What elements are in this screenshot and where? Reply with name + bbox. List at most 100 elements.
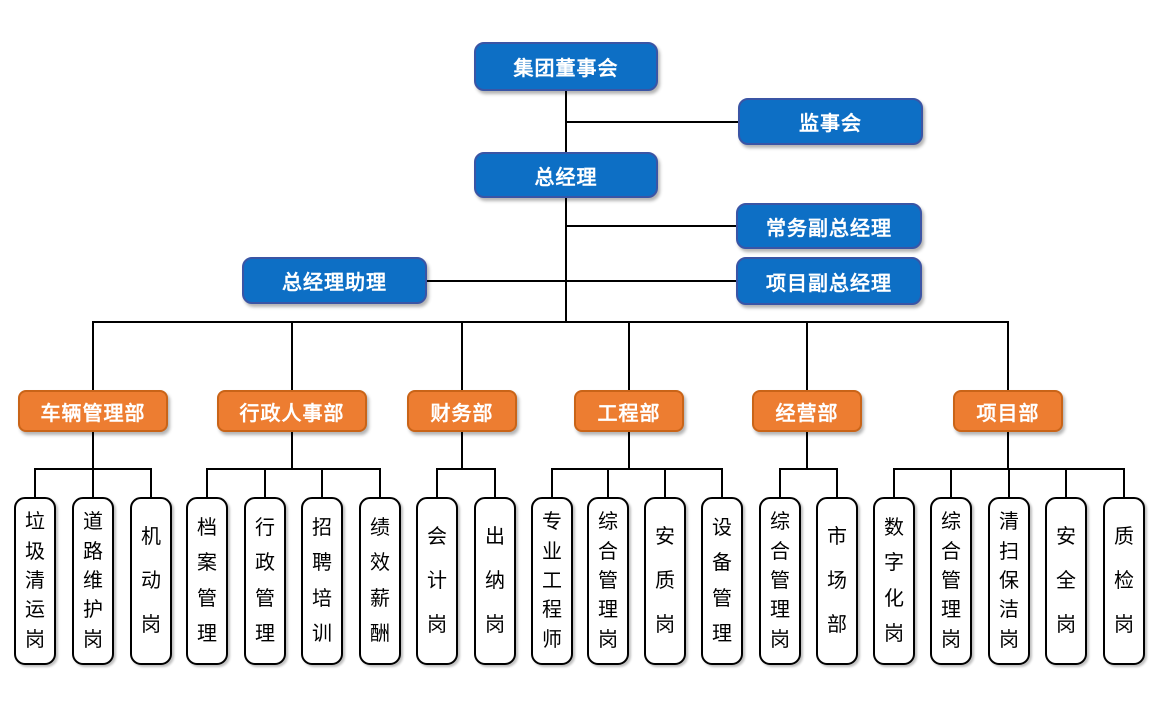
- connector-drop-post: [551, 469, 553, 497]
- connector-drop-post: [607, 469, 609, 497]
- node-supervisory-board-label: 监事会: [799, 113, 862, 135]
- post-label: 安全岗: [1056, 526, 1076, 636]
- node-post-safety[interactable]: 安全岗: [1045, 497, 1087, 665]
- dept-label: 财务部: [430, 402, 494, 425]
- connector-drop-post: [92, 469, 94, 497]
- dept-label: 项目部: [976, 402, 1040, 425]
- connector-drop-post: [836, 469, 838, 497]
- connector-minibus-4: [551, 468, 723, 470]
- dept-label: 工程部: [597, 402, 661, 425]
- connector-supervisory: [566, 121, 738, 123]
- post-label: 道路维护岗: [83, 511, 103, 651]
- connector-exec-deputy: [566, 225, 736, 227]
- connector-dept-2-stem: [291, 432, 293, 470]
- node-post-general-management-ops[interactable]: 综合管理岗: [759, 497, 801, 665]
- connector-assistant-project-deputy: [427, 280, 736, 282]
- node-post-accounting[interactable]: 会计岗: [416, 497, 458, 665]
- node-post-general-management-proj[interactable]: 综合管理岗: [930, 497, 972, 665]
- connector-drop-post: [721, 469, 723, 497]
- dept-label: 车辆管理部: [40, 402, 146, 425]
- connector-minibus-3: [436, 468, 496, 470]
- post-label: 绩效薪酬: [370, 517, 390, 645]
- node-post-recruit-training[interactable]: 招聘培训: [301, 497, 343, 665]
- connector-minibus-2: [206, 468, 381, 470]
- connector-drop-post: [494, 469, 496, 497]
- node-gm-assistant[interactable]: 总经理助理: [242, 257, 427, 304]
- post-label: 综合管理岗: [770, 511, 790, 651]
- node-dept-engineering[interactable]: 工程部: [574, 390, 684, 432]
- post-label: 综合管理岗: [941, 511, 961, 651]
- post-label: 数字化岗: [884, 517, 904, 645]
- post-label: 市场部: [827, 526, 847, 636]
- node-supervisory-board[interactable]: 监事会: [738, 98, 923, 145]
- connector-dept-3-stem: [461, 432, 463, 470]
- node-dept-operations[interactable]: 经营部: [752, 390, 862, 432]
- post-label: 设备管理: [712, 517, 732, 645]
- dept-label: 经营部: [775, 402, 839, 425]
- connector-dept-1-stem: [92, 432, 94, 470]
- post-label: 质检岗: [1114, 526, 1134, 636]
- post-label: 专业工程师: [542, 511, 562, 651]
- post-label: 出纳岗: [485, 526, 505, 636]
- node-executive-deputy-gm-label: 常务副总经理: [766, 217, 892, 240]
- node-gm-assistant-label: 总经理助理: [282, 272, 387, 294]
- node-project-deputy-gm[interactable]: 项目副总经理: [736, 257, 922, 305]
- connector-drop-dept-6: [1007, 322, 1009, 390]
- connector-minibus-5: [779, 468, 838, 470]
- connector-drop-post: [779, 469, 781, 497]
- connector-drop-post: [950, 469, 952, 497]
- connector-drop-post: [321, 469, 323, 497]
- node-post-administration[interactable]: 行政管理: [244, 497, 286, 665]
- node-post-cashier[interactable]: 出纳岗: [474, 497, 516, 665]
- node-board[interactable]: 集团董事会: [474, 42, 658, 91]
- node-post-digitalization[interactable]: 数字化岗: [873, 497, 915, 665]
- connector-main-bus: [92, 321, 1009, 323]
- node-post-mobile[interactable]: 机动岗: [130, 497, 172, 665]
- connector-drop-post: [206, 469, 208, 497]
- post-label: 垃圾清运岗: [25, 511, 45, 651]
- node-post-performance-pay[interactable]: 绩效薪酬: [359, 497, 401, 665]
- node-post-professional-engineer[interactable]: 专业工程师: [531, 497, 573, 665]
- post-label: 会计岗: [427, 526, 447, 636]
- node-post-garbage-removal[interactable]: 垃圾清运岗: [14, 497, 56, 665]
- node-post-market[interactable]: 市场部: [816, 497, 858, 665]
- connector-dept-6-stem: [1007, 432, 1009, 470]
- connector-drop-dept-1: [92, 322, 94, 390]
- post-label: 综合管理岗: [598, 511, 618, 651]
- node-post-archives[interactable]: 档案管理: [186, 497, 228, 665]
- post-label: 招聘培训: [312, 517, 332, 645]
- connector-drop-dept-2: [291, 322, 293, 390]
- connector-drop-post: [893, 469, 895, 497]
- connector-dept-5-stem: [806, 432, 808, 470]
- post-label: 行政管理: [255, 517, 275, 645]
- connector-drop-post: [1065, 469, 1067, 497]
- post-label: 安质岗: [655, 526, 675, 636]
- node-general-manager-label: 总经理: [534, 166, 598, 189]
- connector-gm-bus: [565, 198, 567, 323]
- post-label: 机动岗: [141, 526, 161, 636]
- node-dept-finance[interactable]: 财务部: [407, 390, 517, 432]
- node-post-safety-quality[interactable]: 安质岗: [644, 497, 686, 665]
- connector-drop-dept-4: [628, 322, 630, 390]
- node-post-equipment[interactable]: 设备管理: [701, 497, 743, 665]
- connector-dept-4-stem: [628, 432, 630, 470]
- connector-drop-post: [264, 469, 266, 497]
- node-dept-vehicle-management[interactable]: 车辆管理部: [18, 390, 168, 432]
- node-executive-deputy-gm[interactable]: 常务副总经理: [736, 203, 922, 249]
- connector-drop-post: [664, 469, 666, 497]
- dept-label: 行政人事部: [239, 402, 345, 425]
- connector-drop-post: [436, 469, 438, 497]
- connector-drop-post: [34, 469, 36, 497]
- node-post-road-maintenance[interactable]: 道路维护岗: [72, 497, 114, 665]
- connector-drop-post: [1008, 469, 1010, 497]
- connector-drop-post: [150, 469, 152, 497]
- node-general-manager[interactable]: 总经理: [474, 152, 658, 198]
- node-board-label: 集团董事会: [513, 58, 619, 80]
- node-post-cleaning[interactable]: 清扫保洁岗: [988, 497, 1030, 665]
- node-post-general-management-eng[interactable]: 综合管理岗: [587, 497, 629, 665]
- node-dept-project[interactable]: 项目部: [953, 390, 1063, 432]
- node-post-quality-inspection[interactable]: 质检岗: [1103, 497, 1145, 665]
- node-dept-admin-hr[interactable]: 行政人事部: [217, 390, 367, 432]
- post-label: 清扫保洁岗: [999, 511, 1019, 651]
